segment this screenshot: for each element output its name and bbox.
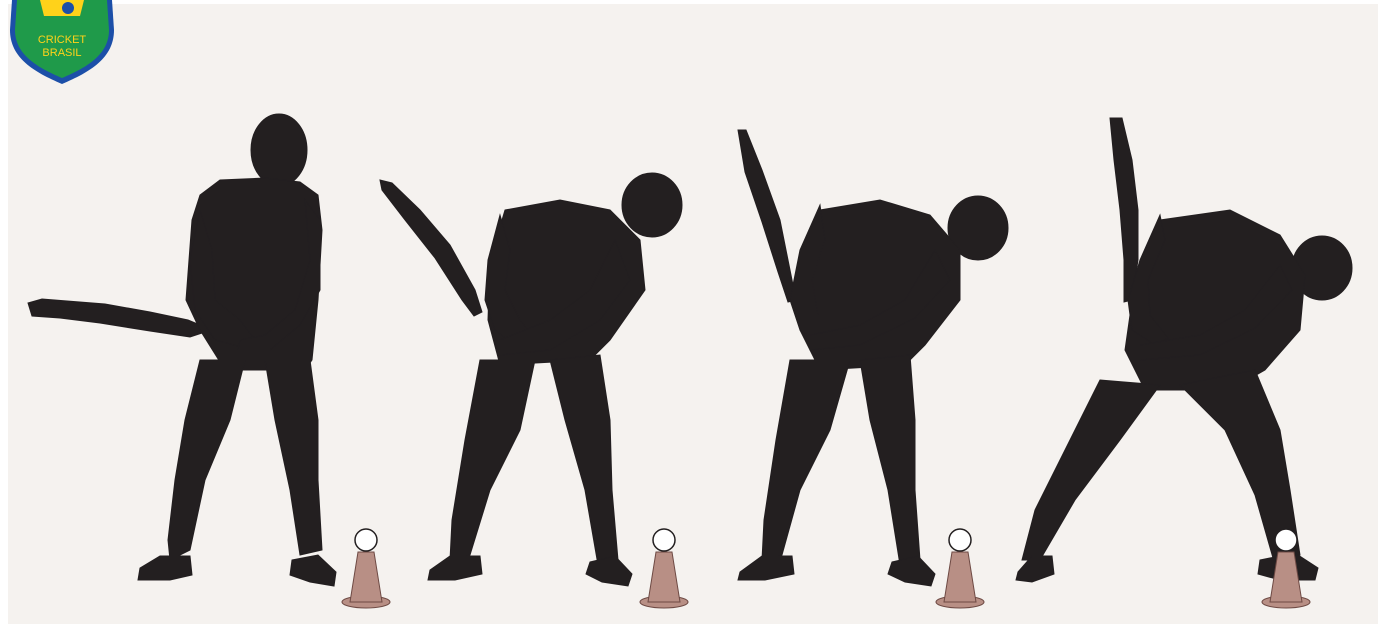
batter-figure-backlift-start — [380, 173, 682, 586]
logo-text-line1: CRICKET — [38, 34, 87, 46]
batter-figure-backlift-full — [1016, 118, 1352, 582]
cone-with-ball-1 — [342, 529, 390, 608]
cone-with-ball-2 — [640, 529, 688, 608]
logo-ball-icon — [62, 2, 74, 14]
batter-figure-stance — [28, 114, 336, 586]
logo-text-line2: BRASIL — [42, 47, 81, 59]
cricket-brasil-logo: CRICKET BRASIL — [0, 0, 124, 86]
batter-figure-backlift-mid — [738, 130, 1008, 586]
cone-with-ball-3 — [936, 529, 984, 608]
